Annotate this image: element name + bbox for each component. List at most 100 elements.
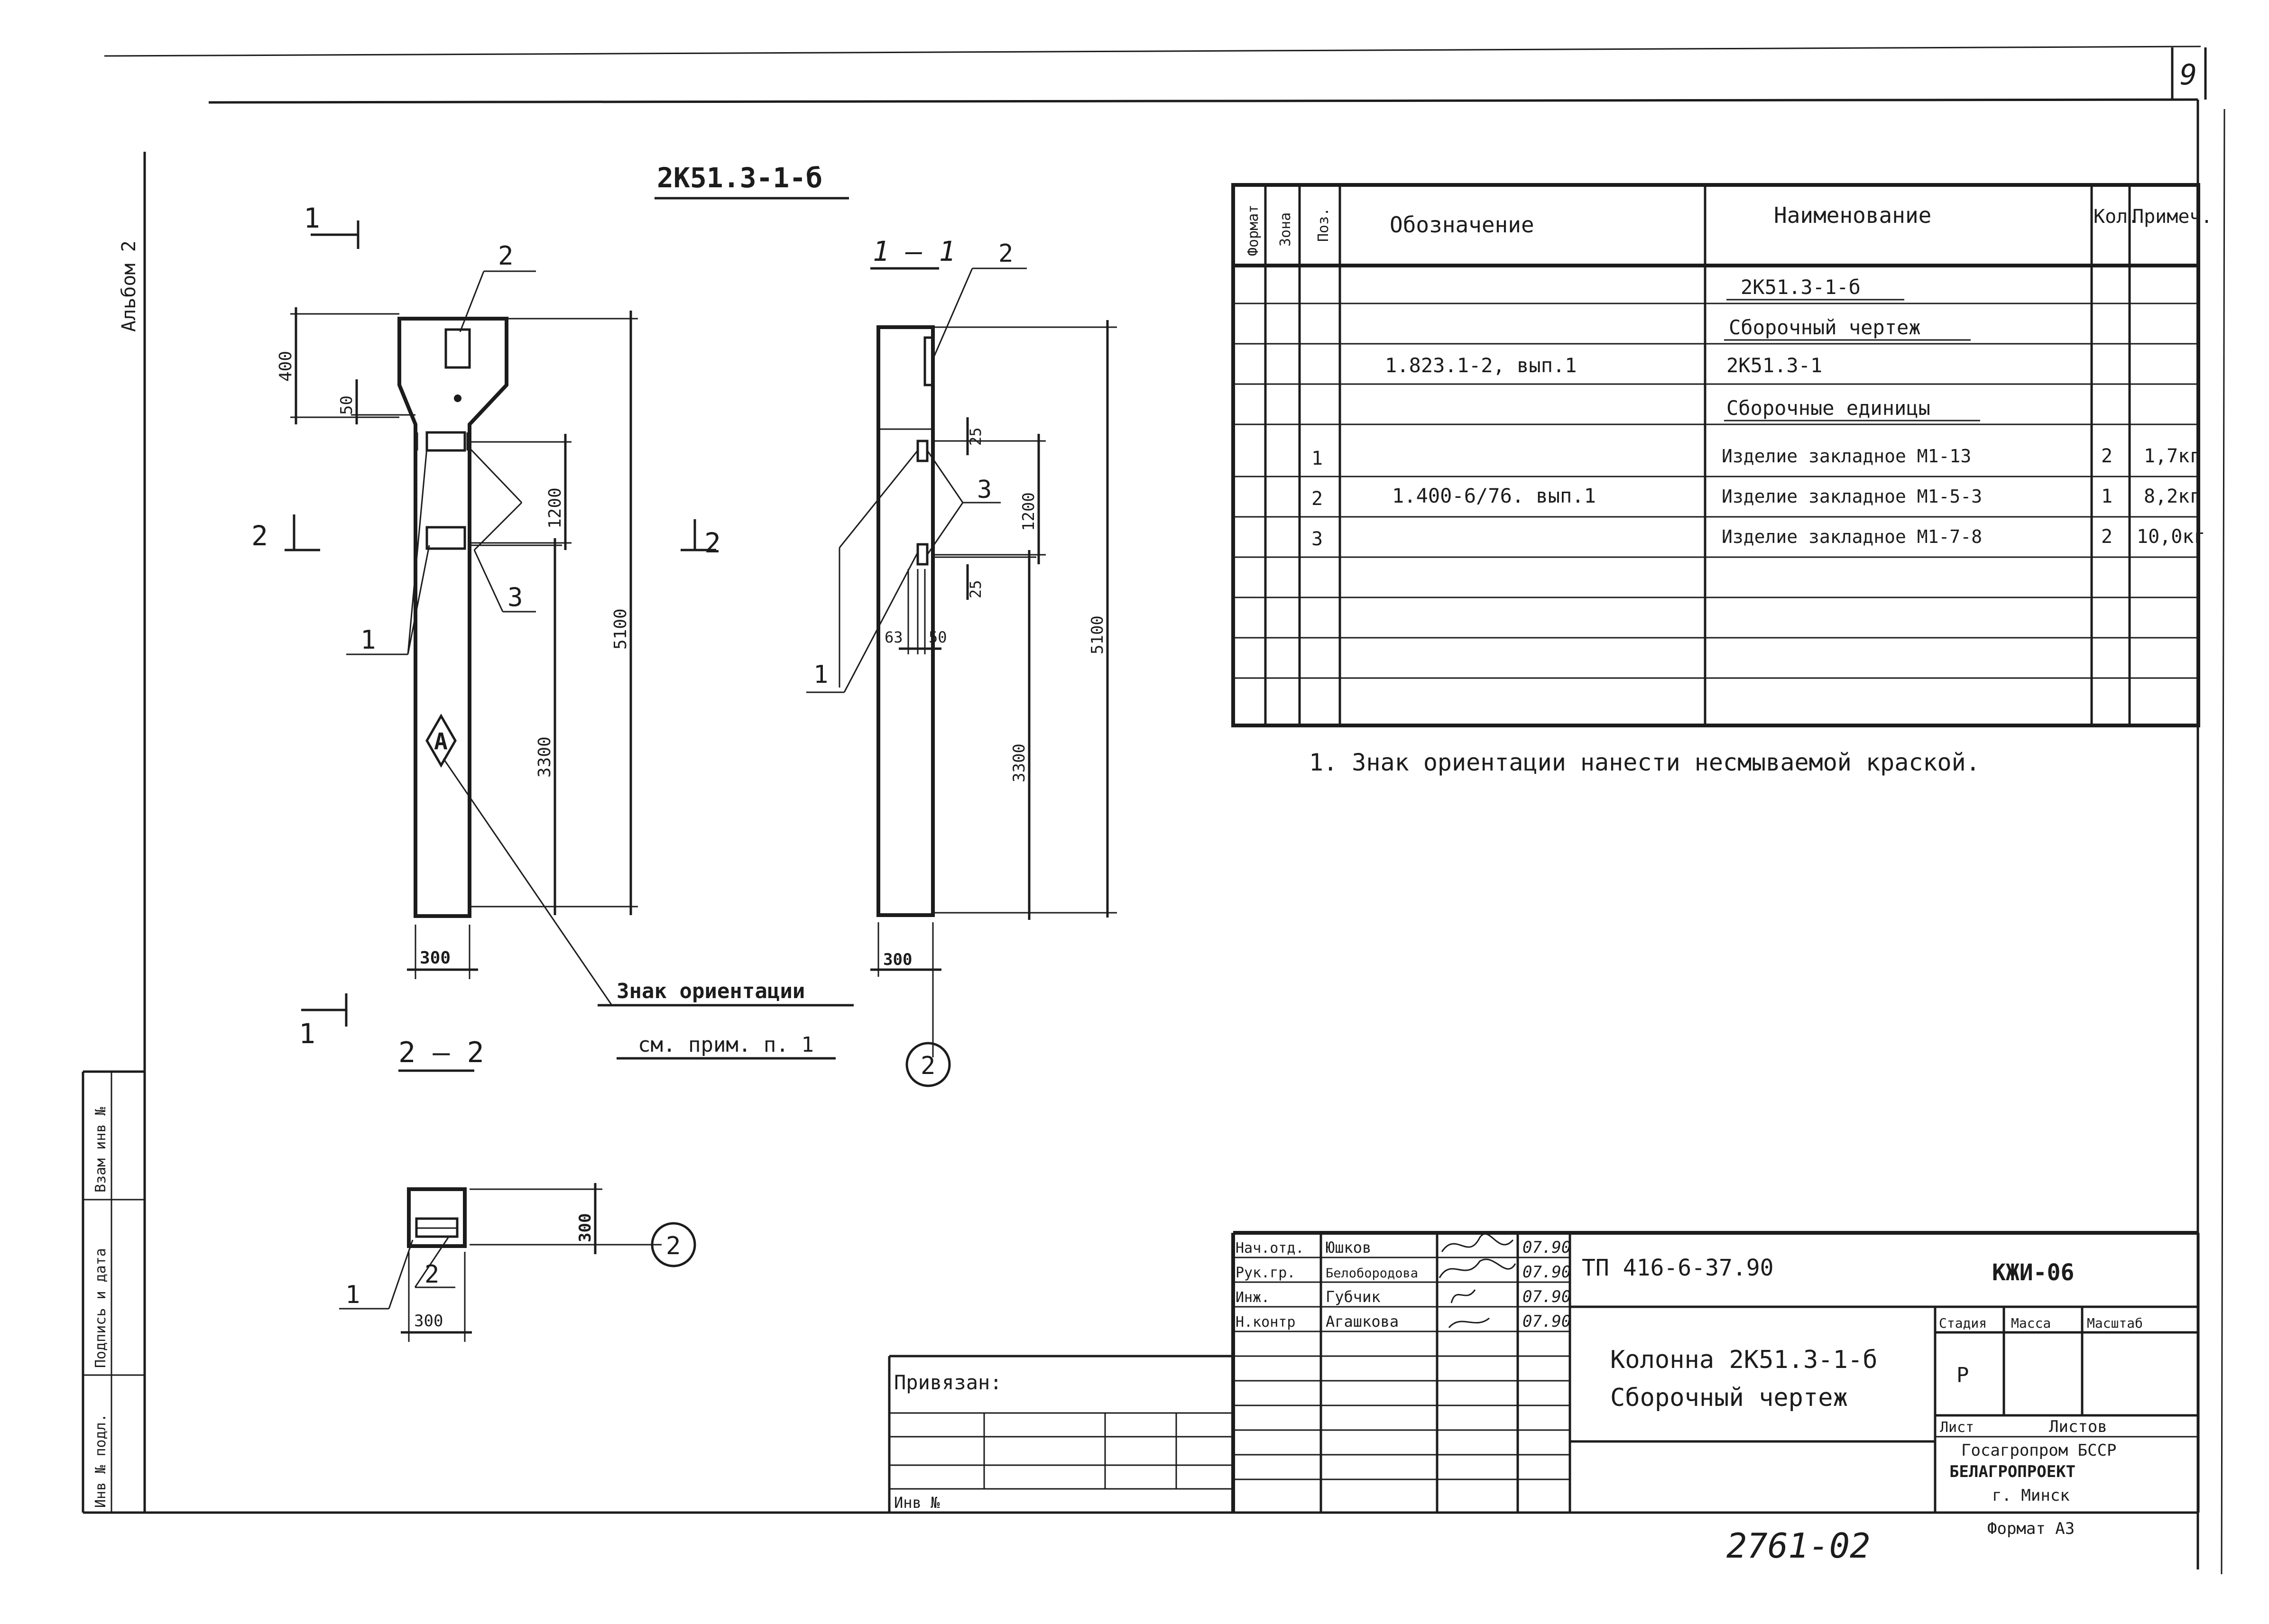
spec-rows: 2К51.3-1-б Сборочный чертеж 1.823.1-2, в… bbox=[1311, 275, 2205, 550]
strip-signature-date: Подпись и дата bbox=[92, 1248, 109, 1368]
spec-row-5-designation: 1.400-6/76. вып.1 bbox=[1392, 484, 1596, 507]
spec-header-zone: Зона bbox=[1277, 212, 1294, 247]
spec-row-6-note: 10,0кг bbox=[2137, 526, 2205, 548]
side-dim-25b: 25 bbox=[967, 580, 985, 598]
strip-inv-podl: Инв № подл. bbox=[92, 1413, 109, 1508]
stage-value: Р bbox=[1956, 1363, 1969, 1387]
spec-table bbox=[1231, 183, 2200, 727]
binding-label: Привязан: bbox=[894, 1371, 1002, 1394]
spec-header-designation: Обозначение bbox=[1390, 212, 1534, 238]
orientation-note-2: см. прим. п. 1 bbox=[638, 1033, 814, 1057]
side-callout-2: 2 bbox=[998, 239, 1013, 268]
spec-row-6-qty: 2 bbox=[2101, 526, 2112, 548]
section22-dim-300-w: 300 bbox=[414, 1312, 443, 1330]
spec-row-2-designation: 1.823.1-2, вып.1 bbox=[1385, 354, 1577, 377]
signer-0-date: 07.90 bbox=[1522, 1238, 1571, 1257]
spec-row-6-pos: 3 bbox=[1311, 528, 1323, 550]
front-callout-2: 2 bbox=[498, 241, 514, 271]
side-dim-25a: 25 bbox=[967, 427, 985, 446]
spec-row-4-note: 1,7кг bbox=[2144, 445, 2201, 467]
side-dim-63: 63 bbox=[885, 628, 903, 646]
spec-header-pos: Поз. bbox=[1315, 208, 1332, 242]
front-callout-3: 3 bbox=[507, 582, 523, 612]
main-title: 2К51.3-1-б bbox=[657, 162, 822, 194]
page-number: 9 bbox=[2180, 58, 2197, 92]
binding-inv-no: Инв № bbox=[894, 1494, 940, 1512]
sheet-code: КЖИ-06 bbox=[1992, 1259, 2074, 1286]
side-dim-1200: 1200 bbox=[1019, 492, 1038, 531]
dim-total-5100: 5100 bbox=[611, 608, 630, 650]
spec-row-6-name: Изделие закладное М1-7-8 bbox=[1722, 526, 1982, 547]
left-margin-strip bbox=[82, 1070, 145, 1513]
side-view-title: 1 – 1 bbox=[873, 235, 956, 267]
org-line-3: г. Минск bbox=[1992, 1486, 2070, 1505]
drawing-title-1: Колонна 2К51.3-1-б bbox=[1610, 1346, 1878, 1374]
orientation-note-1: Знак ориентации bbox=[617, 979, 805, 1003]
signer-3-date: 07.90 bbox=[1522, 1312, 1571, 1331]
signer-0-role: Нач.отд. bbox=[1236, 1240, 1304, 1257]
section22-dim-300-h: 300 bbox=[576, 1213, 595, 1242]
dim-lower-3300: 3300 bbox=[535, 736, 554, 778]
section-mark-2-left: 2 bbox=[251, 520, 268, 552]
side-callout-1: 1 bbox=[813, 661, 828, 689]
front-callout-1: 1 bbox=[360, 625, 376, 655]
section22-callout-2: 2 bbox=[424, 1260, 439, 1289]
format-label: Формат А3 bbox=[1987, 1519, 2075, 1538]
spec-row-4-qty: 2 bbox=[2101, 445, 2112, 467]
side-dim-300: 300 bbox=[883, 950, 912, 969]
section22-callout-1: 1 bbox=[345, 1281, 360, 1309]
side-callout-3: 3 bbox=[977, 476, 992, 504]
spec-header-note: Примеч. bbox=[2132, 206, 2213, 228]
dim-notch-50: 50 bbox=[337, 395, 356, 415]
drawing-title-2: Сборочный чертеж bbox=[1610, 1384, 1848, 1412]
mass-label: Масса bbox=[2011, 1315, 2051, 1331]
side-dim-3300: 3300 bbox=[1010, 743, 1029, 782]
sheets-label: Листов bbox=[2049, 1417, 2107, 1436]
spec-row-4-name: Изделие закладное М1-13 bbox=[1722, 446, 1971, 467]
signer-3-name: Агашкова bbox=[1326, 1312, 1399, 1330]
section-mark-1-bottom: 1 bbox=[299, 1018, 315, 1050]
sheet-frame bbox=[83, 46, 2225, 1575]
spec-row-5-pos: 2 bbox=[1311, 488, 1323, 510]
spec-row-0-name: 2К51.3-1-б bbox=[1741, 275, 1861, 299]
signer-1-role: Рук.гр. bbox=[1236, 1265, 1295, 1281]
side-axis-label: 2 bbox=[921, 1052, 935, 1080]
side-dim-5100: 5100 bbox=[1088, 615, 1107, 654]
signer-3-role: Н.контр bbox=[1236, 1314, 1295, 1330]
section-mark-1-top: 1 bbox=[304, 202, 320, 234]
drawing-note: 1. Знак ориентации нанести несмываемой к… bbox=[1309, 749, 1980, 776]
dim-width-300: 300 bbox=[420, 948, 451, 968]
dim-gap-1200: 1200 bbox=[545, 487, 565, 529]
scale-label: Масштаб bbox=[2087, 1315, 2143, 1331]
stage-label: Стадия bbox=[1939, 1315, 1987, 1331]
spec-header-name: Наименование bbox=[1774, 202, 1931, 228]
album-label: Альбом 2 bbox=[118, 240, 140, 332]
spec-row-3-name: Сборочные единицы bbox=[1726, 396, 1930, 420]
column-front-view bbox=[397, 317, 508, 918]
doc-code: ТП 416-6-37.90 bbox=[1582, 1255, 1774, 1281]
spec-row-4-pos: 1 bbox=[1311, 448, 1323, 469]
spec-header-qty: Кол. bbox=[2094, 206, 2139, 228]
dim-top-400: 400 bbox=[276, 351, 295, 382]
spec-header-format: Формат bbox=[1245, 205, 1262, 256]
spec-row-5-note: 8,2кг bbox=[2144, 486, 2201, 507]
section-mark-2-right: 2 bbox=[704, 527, 721, 559]
spec-row-5-qty: 1 bbox=[2101, 486, 2112, 507]
org-line-1: Госагропром БССР bbox=[1961, 1441, 2117, 1460]
archive-number: 2761-02 bbox=[1726, 1526, 1870, 1566]
signer-0-name: Юшков bbox=[1326, 1239, 1371, 1257]
signer-1-name: Белобородова bbox=[1326, 1266, 1418, 1281]
section-2-2 bbox=[339, 1069, 696, 1342]
section22-axis-label: 2 bbox=[666, 1232, 681, 1260]
column-side-view bbox=[806, 267, 1117, 1087]
spec-row-5-name: Изделие закладное М1-5-3 bbox=[1722, 486, 1982, 507]
signer-2-name: Губчик bbox=[1326, 1288, 1381, 1306]
signer-2-role: Инж. bbox=[1236, 1289, 1270, 1306]
sheet-label: Лист bbox=[1940, 1419, 1974, 1436]
section-2-2-title: 2 – 2 bbox=[398, 1036, 484, 1069]
spec-row-1-name: Сборочный чертеж bbox=[1729, 316, 1921, 339]
strip-vzam-inv: Взам инв № bbox=[92, 1107, 109, 1193]
title-block bbox=[888, 1231, 2200, 1513]
org-line-2: БЕЛАГРОПРОЕКТ bbox=[1949, 1462, 2075, 1481]
